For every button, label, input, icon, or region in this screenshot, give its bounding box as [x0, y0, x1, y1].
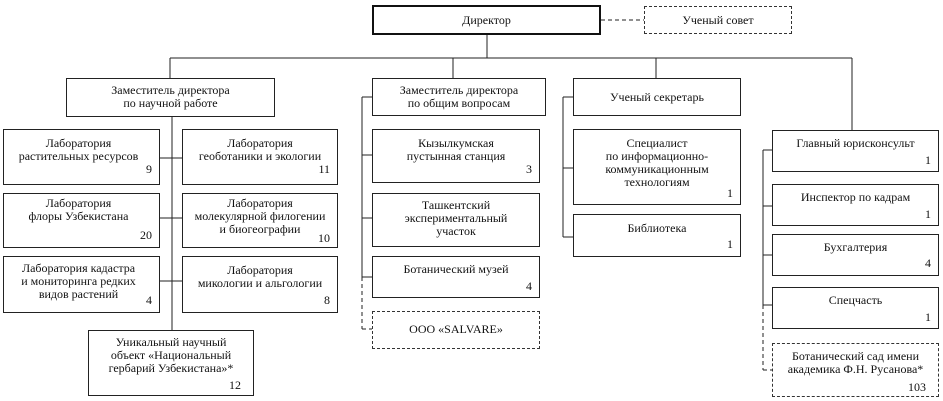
staff-count: 1 — [925, 310, 931, 324]
lab-plant-resources: Лаборатория растительных ресурсов 9 — [3, 129, 160, 185]
deputy-general-box: Заместитель директора по общим вопросам — [372, 78, 546, 116]
unit-label: Кызылкумская пустынная станция — [406, 136, 506, 163]
kyzylkum-station-box: Кызылкумская пустынная станция 3 — [372, 129, 540, 183]
tashkent-plot-box: Ташкентский экспериментальный участок — [372, 193, 540, 247]
legal-counsel-box: Главный юрисконсульт 1 — [772, 130, 939, 172]
staff-count: 1 — [925, 153, 931, 167]
lab-geobotany: Лаборатория геоботаники и экологии 11 — [182, 129, 338, 185]
council-label: Ученый совет — [682, 13, 754, 27]
lab-label: Лаборатория кадастра и мониторинга редки… — [21, 261, 136, 301]
staff-count: 3 — [526, 162, 532, 176]
secretary-label: Ученый секретарь — [610, 90, 704, 104]
council-box: Ученый совет — [644, 6, 792, 34]
lab-cadastre: Лаборатория кадастра и мониторинга редки… — [3, 256, 160, 313]
ict-specialist-box: Специалист по информационно- коммуникаци… — [573, 129, 741, 205]
lab-flora: Лаборатория флоры Узбекистана 20 — [3, 193, 160, 248]
staff-count: 11 — [318, 162, 330, 176]
unit-label: Главный юрисконсульт — [796, 136, 915, 150]
staff-count: 20 — [140, 228, 152, 242]
library-box: Библиотека 1 — [573, 214, 741, 257]
unit-label: Специалист по информационно- коммуникаци… — [605, 136, 709, 189]
hr-inspector-box: Инспектор по кадрам 1 — [772, 184, 939, 226]
botanical-museum-box: Ботанический музей 4 — [372, 256, 540, 298]
staff-count: 10 — [318, 231, 330, 245]
unit-label: Бухгалтерия — [823, 240, 888, 254]
lab-label: Лаборатория флоры Узбекистана — [28, 196, 129, 223]
herbarium-label: Уникальный научный объект «Национальный … — [108, 335, 234, 375]
staff-count: 4 — [526, 279, 532, 293]
secretary-box: Ученый секретарь — [573, 78, 741, 116]
unit-label: Инспектор по кадрам — [800, 190, 911, 204]
special-unit-box: Спецчасть 1 — [772, 287, 939, 329]
deputy-general-label: Заместитель директора по общим вопросам — [399, 83, 519, 110]
accounting-box: Бухгалтерия 4 — [772, 234, 939, 276]
lab-label: Лаборатория микологии и альгологии — [197, 263, 323, 290]
lab-label: Лаборатория растительных ресурсов — [18, 136, 139, 163]
staff-count: 9 — [146, 162, 152, 176]
staff-count: 12 — [229, 378, 241, 392]
unit-label: Ботанический музей — [403, 262, 509, 276]
staff-count: 1 — [925, 207, 931, 221]
deputy-science-label: Заместитель директора по научной работе — [111, 83, 230, 110]
staff-count: 4 — [146, 293, 152, 307]
salvare-label: ООО «SALVARE» — [409, 322, 503, 336]
director-label: Директор — [462, 13, 511, 27]
unit-label: Ташкентский экспериментальный участок — [404, 198, 508, 238]
lab-label: Лаборатория молекулярной филогении и био… — [194, 196, 326, 236]
staff-count: 103 — [908, 380, 926, 394]
unit-label: Библиотека — [627, 221, 687, 235]
director-box: Директор — [372, 5, 601, 35]
lab-phylogeny: Лаборатория молекулярной филогении и био… — [182, 193, 338, 248]
unit-label: Спецчасть — [828, 293, 883, 307]
salvare-box: ООО «SALVARE» — [372, 311, 540, 349]
garden-label: Ботанический сад имени академика Ф.Н. Ру… — [787, 349, 924, 376]
staff-count: 1 — [727, 186, 733, 200]
lab-mycology: Лаборатория микологии и альгологии 8 — [182, 256, 338, 313]
botanical-garden-box: Ботанический сад имени академика Ф.Н. Ру… — [772, 343, 939, 397]
staff-count: 4 — [925, 256, 931, 270]
staff-count: 1 — [727, 237, 733, 251]
lab-label: Лаборатория геоботаники и экологии — [198, 136, 322, 163]
deputy-science-box: Заместитель директора по научной работе — [66, 78, 275, 117]
staff-count: 8 — [324, 293, 330, 307]
herbarium-box: Уникальный научный объект «Национальный … — [88, 330, 254, 396]
